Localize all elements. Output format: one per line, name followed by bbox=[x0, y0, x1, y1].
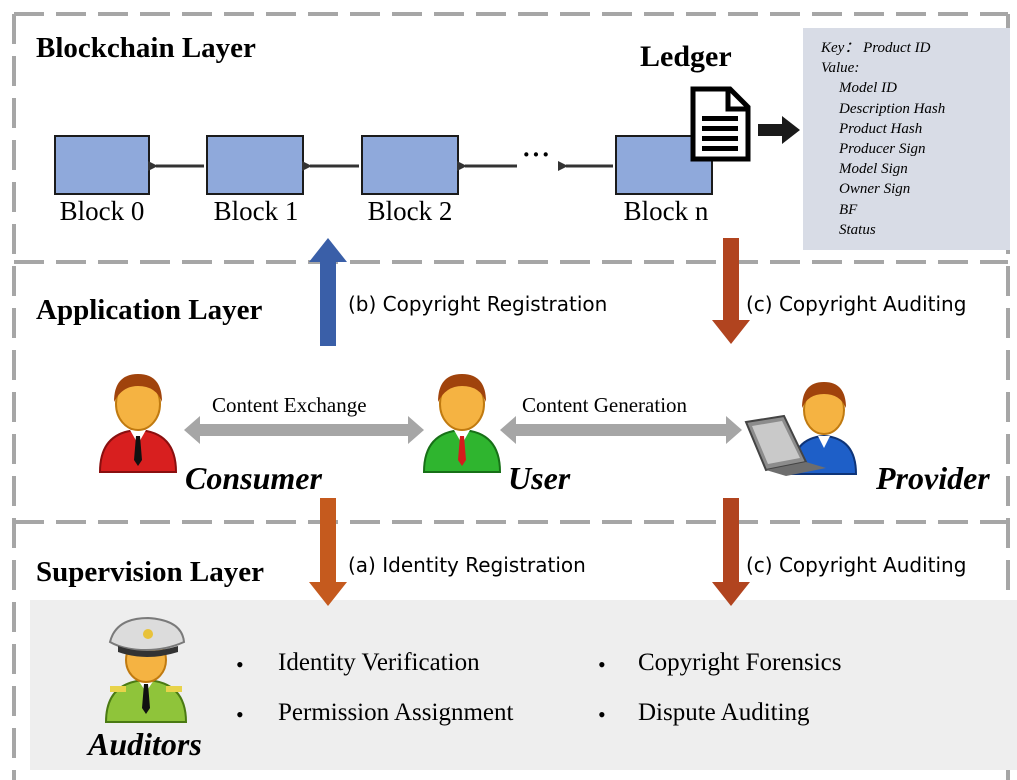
auditor-officer-icon bbox=[104, 616, 188, 723]
record-field: Model ID bbox=[839, 80, 897, 96]
record-key: Key： Product ID bbox=[821, 40, 931, 56]
task-copyright-forensics: Copyright Forensics bbox=[638, 649, 842, 676]
block-label: Block 0 bbox=[59, 196, 145, 226]
block-label: Block n bbox=[623, 196, 709, 226]
task-permission-assignment: Permission Assignment bbox=[278, 699, 514, 726]
consumer-person-icon bbox=[98, 374, 178, 473]
exchange-label: Content Exchange bbox=[212, 393, 367, 417]
bullet-icon: • bbox=[236, 652, 244, 677]
task-identity-verification: Identity Verification bbox=[278, 649, 480, 676]
flow-c-label: (c) Copyright Auditing bbox=[746, 292, 967, 316]
ellipsis: ··· bbox=[522, 140, 552, 169]
record-field: Product Hash bbox=[839, 121, 923, 137]
ledger-to-record-arrow bbox=[758, 116, 800, 144]
record-field: Description Hash bbox=[839, 101, 946, 117]
supervision-layer-title: Supervision Layer bbox=[36, 556, 264, 588]
flow-c-bottom-label: (c) Copyright Auditing bbox=[746, 553, 967, 577]
provider-label: Provider bbox=[876, 460, 990, 496]
block-label: Block 2 bbox=[367, 196, 453, 226]
record-field: Producer Sign bbox=[839, 141, 926, 157]
auditors-label: Auditors bbox=[88, 726, 202, 762]
block-label: Block 1 bbox=[213, 196, 299, 226]
record-value-label: Value: bbox=[821, 60, 860, 76]
record-field: BF bbox=[839, 202, 858, 218]
record-field: Status bbox=[839, 222, 876, 238]
bullet-icon: • bbox=[598, 702, 606, 727]
user-person-icon bbox=[422, 374, 502, 473]
application-layer-title: Application Layer bbox=[36, 294, 263, 326]
bullet-icon: • bbox=[598, 652, 606, 677]
record-field: Owner Sign bbox=[839, 181, 911, 197]
blockchain-layer-title: Blockchain Layer bbox=[36, 32, 256, 64]
generation-label: Content Generation bbox=[522, 393, 688, 417]
block-1 bbox=[206, 135, 304, 195]
supervision-panel bbox=[30, 600, 1017, 770]
block-0 bbox=[54, 135, 150, 195]
consumer-label: Consumer bbox=[185, 460, 322, 496]
flow-b-label: (b) Copyright Registration bbox=[348, 292, 608, 316]
ledger-record-box: Key： Product ID Value: Model ID Descript… bbox=[803, 28, 1010, 250]
chain-arrows bbox=[148, 116, 800, 171]
task-dispute-auditing: Dispute Auditing bbox=[638, 699, 810, 726]
user-label: User bbox=[508, 460, 571, 496]
ledger-document-icon bbox=[690, 86, 751, 162]
provider-laptop-person-icon bbox=[744, 382, 858, 476]
record-field: Model Sign bbox=[839, 161, 908, 177]
flow-a-label: (a) Identity Registration bbox=[348, 553, 586, 577]
bullet-icon: • bbox=[236, 702, 244, 727]
ledger-label: Ledger bbox=[640, 40, 732, 73]
